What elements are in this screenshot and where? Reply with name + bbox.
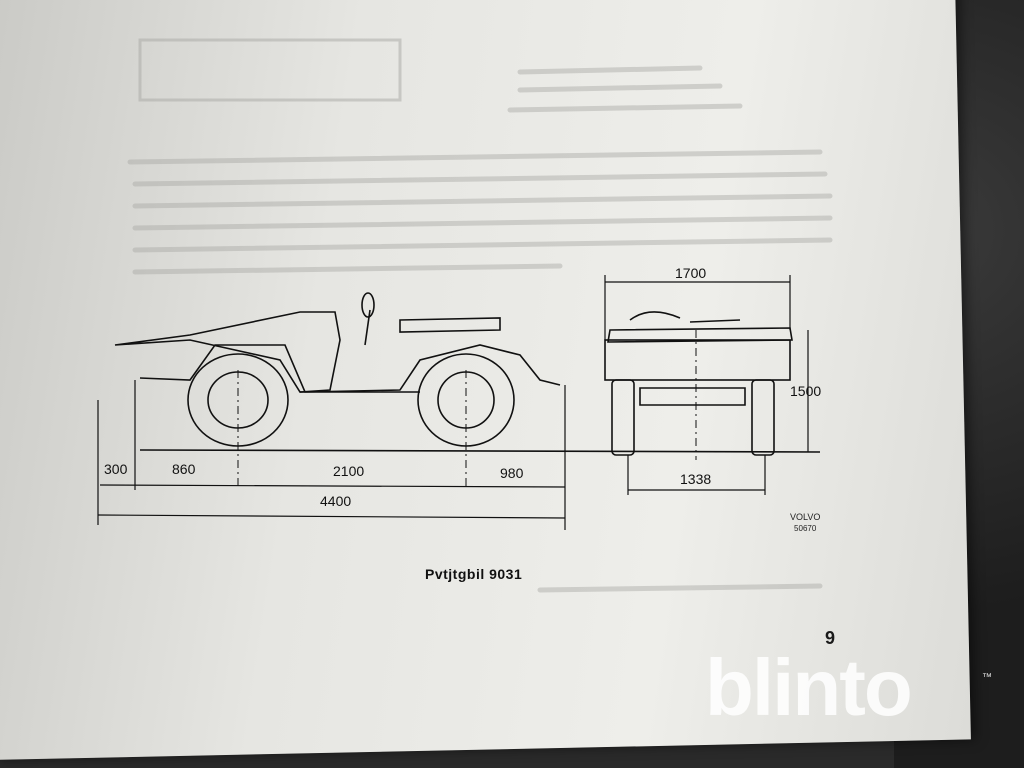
- dim-front-axle-offset: 860: [172, 461, 196, 477]
- dim-overall-width: 1700: [675, 265, 706, 281]
- drawing-stamp: VOLVO 50670: [790, 512, 820, 534]
- stamp-brand: VOLVO: [790, 512, 821, 522]
- drawing-caption: Pvtjtgbil 9031: [425, 566, 523, 582]
- dim-front-overhang: 300: [104, 461, 128, 477]
- page-number: 9: [825, 628, 836, 648]
- dim-overall-height: 1500: [790, 383, 821, 399]
- dim-overall-length: 4400: [320, 493, 351, 509]
- dim-track-width: 1338: [680, 471, 711, 487]
- dim-wheelbase: 2100: [333, 463, 364, 479]
- stamp-code: 50670: [794, 524, 817, 533]
- watermark-logo: blinto: [705, 643, 913, 732]
- dim-rear-overhang: 980: [500, 465, 524, 481]
- watermark-tm: ™: [982, 672, 992, 683]
